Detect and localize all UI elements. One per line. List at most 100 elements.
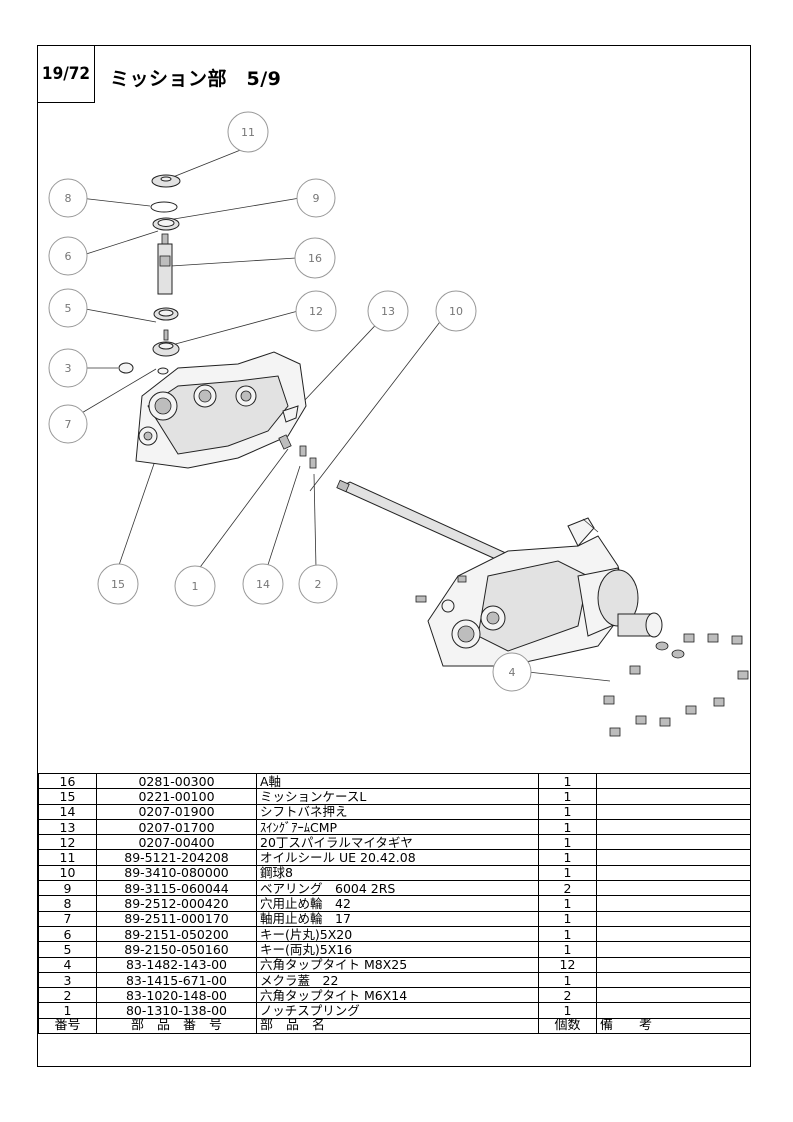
row-part-name: ベアリング 6004 2RS xyxy=(256,880,539,897)
svg-text:9: 9 xyxy=(313,192,320,205)
row-part-name: 六角タップタイト M8X25 xyxy=(256,956,539,973)
row-qty: 1 xyxy=(538,971,597,989)
row-part-number: 89-2150-050160 xyxy=(96,941,257,958)
bolt-set xyxy=(603,633,749,737)
callout-13: 13 xyxy=(367,290,409,332)
callout-3: 3 xyxy=(48,348,88,388)
row-remarks xyxy=(596,864,751,882)
row-part-number: 0207-01700 xyxy=(96,818,257,836)
page-title: ミッション部 5/9 xyxy=(110,68,282,90)
row-qty: 1 xyxy=(538,1002,597,1019)
svg-text:5: 5 xyxy=(65,302,72,315)
page-number: 19/72 xyxy=(37,45,95,103)
row-qty: 1 xyxy=(538,834,597,851)
row-qty: 1 xyxy=(538,941,597,958)
header-qty: 個数 xyxy=(538,1017,597,1035)
header-no: 番号 xyxy=(38,1017,97,1035)
row-no: 14 xyxy=(38,803,97,820)
row-part-number: 89-2512-000420 xyxy=(96,895,257,912)
row-part-number: 89-2511-000170 xyxy=(96,910,257,927)
row-remarks xyxy=(596,772,751,790)
svg-text:10: 10 xyxy=(449,305,463,318)
row-qty: 1 xyxy=(538,849,597,866)
row-no: 4 xyxy=(38,956,97,973)
row-part-number: 89-3115-060044 xyxy=(96,880,257,897)
row-qty: 1 xyxy=(538,925,597,943)
svg-text:16: 16 xyxy=(308,252,322,265)
row-no: 15 xyxy=(38,788,97,805)
row-part-number: 0281-00300 xyxy=(96,772,257,790)
row-no: 1 xyxy=(38,1002,97,1019)
callout-6: 6 xyxy=(48,236,88,276)
row-part-number: 83-1415-671-00 xyxy=(96,971,257,989)
header-remarks: 備 考 xyxy=(596,1017,751,1035)
row-part-name: A軸 xyxy=(256,772,539,790)
row-no: 9 xyxy=(38,880,97,897)
long-shaft xyxy=(336,479,509,562)
row-no: 16 xyxy=(38,772,97,790)
row-part-name: オイルシール UE 20.42.08 xyxy=(256,849,539,866)
row-remarks xyxy=(596,941,751,958)
row-no: 7 xyxy=(38,910,97,927)
row-remarks xyxy=(596,849,751,866)
row-part-name: 穴用止め輪 42 xyxy=(256,895,539,912)
row-part-number: 0207-01900 xyxy=(96,803,257,820)
row-qty: 1 xyxy=(538,788,597,805)
svg-text:15: 15 xyxy=(111,578,125,591)
row-no: 11 xyxy=(38,849,97,866)
row-no: 2 xyxy=(38,987,97,1004)
row-part-number: 83-1020-148-00 xyxy=(96,987,257,1004)
row-remarks xyxy=(596,788,751,805)
row-part-number: 0221-00100 xyxy=(96,788,257,805)
row-part-number: 0207-00400 xyxy=(96,834,257,851)
svg-text:1: 1 xyxy=(192,580,199,593)
row-remarks xyxy=(596,956,751,973)
svg-text:2: 2 xyxy=(315,578,322,591)
callout-7: 7 xyxy=(48,404,88,444)
row-part-name: 軸用止め輪 17 xyxy=(256,910,539,927)
row-part-name: 鋼球8 xyxy=(256,864,539,882)
row-part-name: ｽｲﾝｸﾞｱｰﾑCMP xyxy=(256,818,539,836)
row-qty: 1 xyxy=(538,818,597,836)
header-part-number: 部 品 番 号 xyxy=(96,1017,257,1035)
parts-sheet: 19/72 ミッション部 5/9 xyxy=(37,45,751,1067)
callout-4: 4 xyxy=(492,652,532,692)
svg-text:6: 6 xyxy=(65,250,72,263)
row-remarks xyxy=(596,818,751,836)
row-remarks xyxy=(596,880,751,897)
svg-text:3: 3 xyxy=(65,362,72,375)
row-part-number: 89-2151-050200 xyxy=(96,925,257,943)
callout-8: 8 xyxy=(48,178,88,218)
svg-text:11: 11 xyxy=(241,126,255,139)
row-remarks xyxy=(596,895,751,912)
row-part-name: キー(両丸)5X16 xyxy=(256,941,539,958)
callout-5: 5 xyxy=(48,288,88,328)
row-no: 10 xyxy=(38,864,97,882)
row-no: 8 xyxy=(38,895,97,912)
row-part-name: キー(片丸)5X20 xyxy=(256,925,539,943)
row-qty: 1 xyxy=(538,910,597,927)
row-qty: 1 xyxy=(538,803,597,820)
svg-text:4: 4 xyxy=(509,666,516,679)
row-remarks xyxy=(596,971,751,989)
row-no: 5 xyxy=(38,941,97,958)
callout-9: 9 xyxy=(296,178,336,218)
row-part-name: ミッションケースL xyxy=(256,788,539,805)
transmission-assembly xyxy=(415,517,685,667)
header-part-name: 部 品 名 xyxy=(256,1017,539,1035)
callout-16: 16 xyxy=(294,237,336,279)
callout-2: 2 xyxy=(298,564,338,604)
